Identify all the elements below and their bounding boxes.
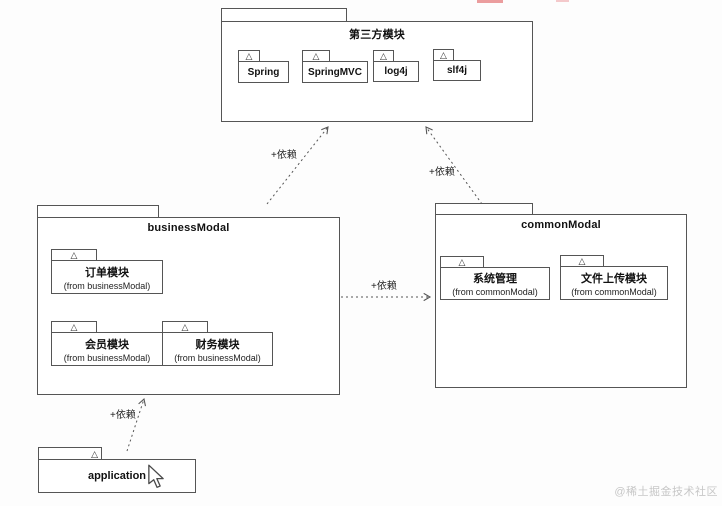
package-body: slf4j	[433, 60, 481, 81]
package-third-party-modules[interactable]: 第三方模块 △ Spring △ SpringMVC △	[221, 8, 533, 122]
package-title: businessModal	[147, 222, 230, 234]
package-name: SpringMVC	[308, 66, 362, 78]
package-icon: △	[458, 257, 466, 267]
package-application[interactable]: △ application	[38, 447, 196, 493]
dependency-label: +依赖	[271, 150, 297, 161]
arrow-business-to-thirdparty	[266, 126, 329, 205]
package-name: Spring	[247, 66, 280, 78]
package-icon: △	[245, 51, 253, 61]
package-name: 会员模块	[85, 338, 129, 351]
package-tab: △	[433, 49, 454, 61]
package-icon: △	[380, 51, 387, 61]
package-name: 系统管理	[473, 273, 517, 285]
package-body: 会员模块 (from businessModal)	[51, 332, 163, 366]
package-body: 系统管理 (from commonModal)	[440, 267, 550, 300]
package-body: Spring	[238, 61, 289, 83]
dependency-label: +依赖	[371, 281, 397, 292]
package-icon: △	[578, 256, 586, 266]
package-body: SpringMVC	[302, 61, 368, 83]
package-tab	[221, 8, 347, 22]
package-icon: △	[70, 250, 78, 260]
package-body: commonModal	[435, 214, 687, 388]
package-icon: △	[70, 322, 78, 332]
package-business-modal[interactable]: businessModal △ 订单模块 (from businessModal…	[37, 205, 340, 395]
package-from-label: (from businessModal)	[174, 352, 261, 363]
package-name: 订单模块	[85, 266, 129, 279]
package-body: 财务模块 (from businessModal)	[162, 332, 273, 366]
package-name: 财务模块	[195, 338, 240, 351]
arrow-application-to-business	[126, 397, 146, 452]
package-from-label: (from businessModal)	[63, 352, 151, 363]
package-icon: △	[91, 448, 98, 459]
package-from-label: (from commonModal)	[452, 287, 538, 297]
package-from-label: (from commonModal)	[571, 286, 657, 297]
arrow-common-to-thirdparty	[425, 126, 483, 205]
cutoff-red-annotation	[556, 0, 569, 2]
package-common-modal[interactable]: commonModal △ 系统管理 (from commonModal) △ …	[435, 203, 687, 388]
package-icon: △	[312, 51, 320, 61]
package-body: log4j	[373, 61, 419, 82]
package-title: 第三方模块	[349, 29, 405, 41]
cutoff-red-annotation	[477, 0, 503, 3]
package-name: slf4j	[446, 65, 467, 76]
package-body: businessModal	[37, 217, 340, 395]
watermark: @稀土掘金技术社区	[614, 486, 718, 498]
package-icon: △	[181, 322, 189, 332]
package-body: application	[38, 459, 196, 493]
package-from-label: (from businessModal)	[63, 280, 151, 291]
mouse-cursor	[148, 464, 164, 488]
dependency-label: +依赖	[429, 167, 455, 178]
dependency-label: +依赖	[110, 410, 136, 421]
package-name: log4j	[384, 66, 408, 77]
package-name: 文件上传模块	[581, 272, 647, 285]
package-title: commonModal	[521, 219, 601, 231]
package-name: application	[87, 470, 147, 482]
package-icon: △	[440, 50, 447, 60]
package-body: 文件上传模块 (from commonModal)	[560, 266, 668, 300]
package-body: 订单模块 (from businessModal)	[51, 260, 163, 294]
